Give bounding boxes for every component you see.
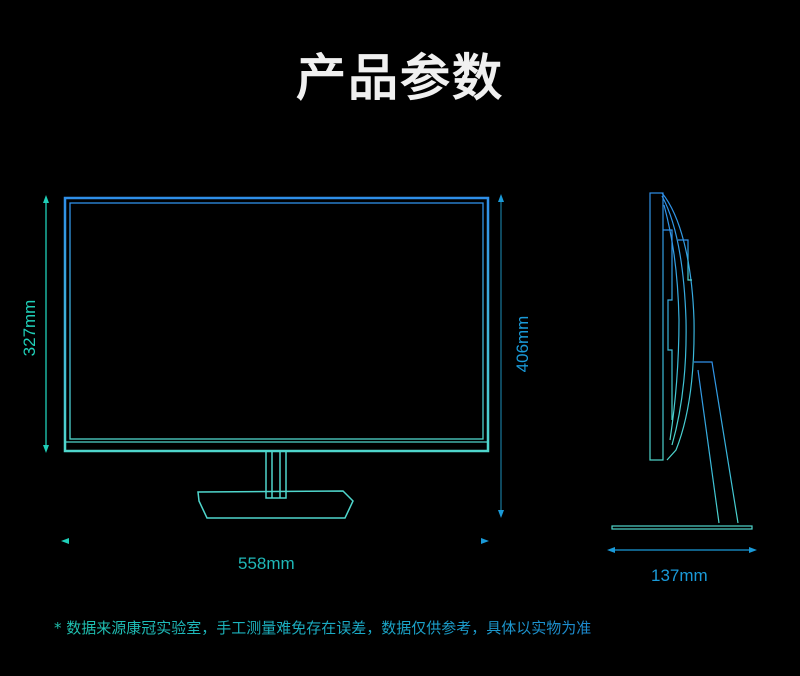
width-label: 558mm	[238, 554, 295, 573]
depth-label: 137mm	[651, 566, 708, 585]
screen-height-dimension	[43, 195, 49, 453]
depth-dimension	[607, 547, 757, 553]
front-view-monitor	[63, 196, 490, 519]
screen-height-label: 327mm	[20, 299, 39, 357]
total-height-dimension	[498, 194, 504, 518]
side-view-monitor	[611, 192, 753, 530]
footnote-disclaimer: * 数据来源康冠实验室，手工测量难免存在误差，数据仅供参考，具体以实物为准	[54, 619, 592, 637]
total-height-label: 406mm	[513, 315, 532, 373]
width-dimension	[61, 538, 489, 544]
page-title: 产品参数	[296, 49, 504, 107]
